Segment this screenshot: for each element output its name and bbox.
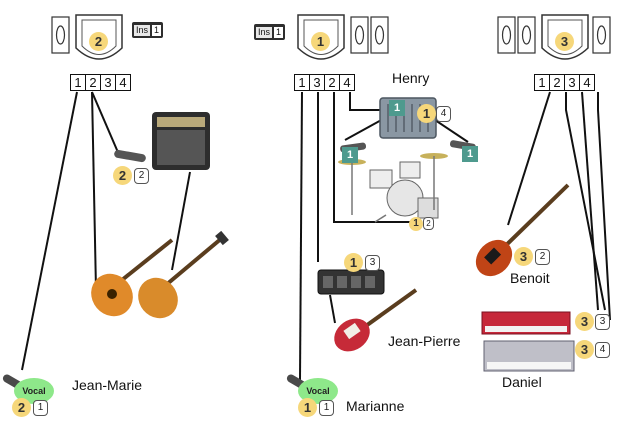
monitor-number: 1	[311, 32, 330, 51]
mic-monitor-badge: 2	[113, 166, 132, 185]
ins-box-left: Ins 1	[132, 22, 164, 38]
channel-number: 2	[86, 75, 101, 90]
monitor-number: 3	[555, 32, 574, 51]
channel-number: 3	[101, 75, 116, 90]
channel-number: 1	[71, 75, 86, 90]
pedalboard	[317, 269, 385, 295]
pedalboard-channel-badge: 3	[365, 255, 380, 271]
electric-guitar	[138, 230, 229, 319]
keyboard-top-channel-badge: 3	[595, 314, 610, 330]
ins-label: Ins	[256, 26, 273, 38]
channel-number: 4	[583, 75, 591, 90]
drums-channel-badge: 2	[423, 217, 434, 230]
pedalboard-monitor-badge: 1	[344, 253, 363, 272]
bass-monitor-badge: 3	[514, 247, 533, 266]
channel-number: 4	[343, 75, 351, 90]
channel-strip-right: 1 2 3 4	[534, 74, 595, 91]
channel-number: 2	[550, 75, 565, 90]
monitor-number: 2	[89, 32, 108, 51]
ins-box-center: Ins 1	[254, 24, 286, 40]
acoustic-guitar	[91, 238, 174, 317]
musician-name-daniel: Daniel	[502, 374, 542, 390]
channel-number: 4	[119, 75, 127, 90]
overhead-right-badge: 1	[462, 146, 478, 162]
keyboard-red	[481, 311, 571, 335]
bass-guitar	[475, 183, 570, 277]
musician-name-benoit: Benoit	[510, 270, 550, 286]
ins-label: Ins	[134, 24, 151, 36]
mixer-block-badge: 1	[389, 100, 405, 116]
strat-guitar	[334, 288, 418, 352]
overhead-left-badge: 1	[342, 147, 358, 163]
bass-channel-badge: 2	[535, 249, 550, 265]
keyboard-silver	[483, 340, 575, 372]
vocal-center-channel-badge: 1	[319, 400, 334, 416]
ins-number: 1	[274, 26, 284, 38]
musician-name-henry: Henry	[392, 70, 430, 86]
musician-name-jean-marie: Jean-Marie	[72, 377, 143, 393]
channel-strip-center: 1 3 2 4	[294, 74, 355, 91]
keyboard-bottom-monitor-badge: 3	[575, 340, 594, 359]
channel-number: 2	[325, 75, 340, 90]
mixer-monitor-badge: 1	[417, 104, 436, 123]
drums-monitor-badge: 1	[409, 217, 423, 231]
vocal-center-monitor-badge: 1	[298, 398, 317, 417]
vocal-left-monitor-badge: 2	[12, 398, 31, 417]
guitar-amp	[152, 112, 210, 170]
channel-number: 3	[565, 75, 580, 90]
instrument-mic	[114, 149, 146, 163]
vocal-left-channel-badge: 1	[33, 400, 48, 416]
musician-name-jean-pierre: Jean-Pierre	[388, 333, 461, 349]
drum-kit	[338, 153, 448, 223]
mixer-channel-badge: 4	[436, 106, 451, 122]
channel-strip-left: 1 2 3 4	[70, 74, 131, 91]
channel-number: 1	[295, 75, 310, 90]
channel-number: 3	[310, 75, 325, 90]
keyboard-top-monitor-badge: 3	[575, 312, 594, 331]
drum-overhead-mics	[340, 140, 476, 153]
keyboard-bottom-channel-badge: 4	[595, 342, 610, 358]
ins-number: 1	[152, 24, 162, 36]
mic-channel-badge: 2	[134, 168, 149, 184]
connection-lines	[21, 91, 611, 381]
channel-number: 1	[535, 75, 550, 90]
side-speakers	[51, 16, 611, 54]
musician-name-marianne: Marianne	[346, 398, 405, 414]
